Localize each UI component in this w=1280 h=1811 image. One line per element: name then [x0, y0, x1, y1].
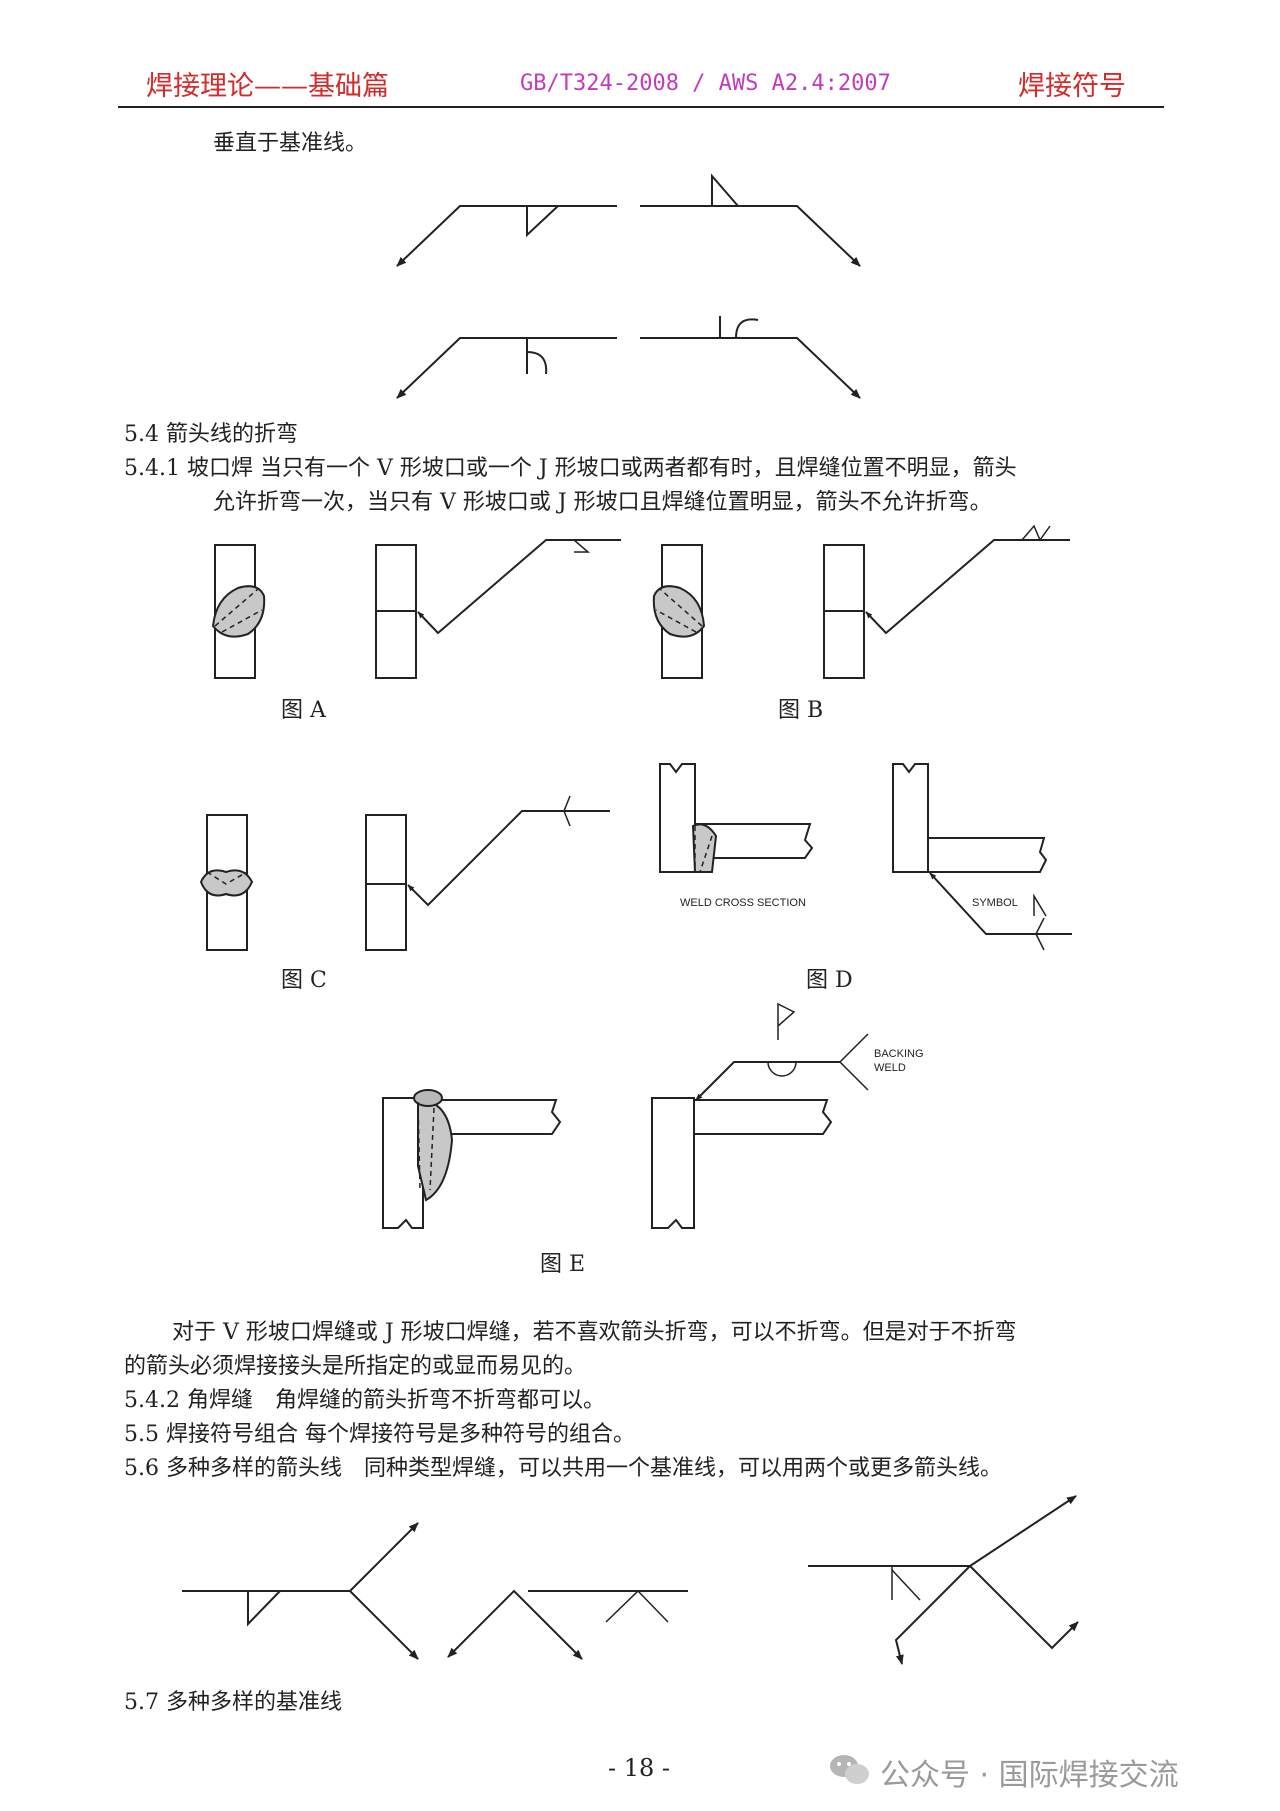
top-left-j-symbol — [396, 337, 617, 399]
caption-fig-b: 图 B — [778, 698, 824, 723]
section-5-5: 5.5 焊接符号组合 每个焊接符号是多种符号的组合。 — [124, 1422, 635, 1447]
caption-fig-c: 图 C — [281, 968, 327, 993]
perpendicular-note: 垂直于基准线。 — [213, 131, 368, 156]
label-backing-line1: BACKING — [874, 1048, 924, 1060]
fig-b-section — [652, 544, 706, 679]
top-right-v-symbol — [640, 173, 861, 267]
label-symbol: SYMBOL — [972, 897, 1018, 909]
header-rule — [118, 106, 1164, 108]
label-weld-cross-section: WELD CROSS SECTION — [680, 897, 806, 909]
page-number: - 18 - — [608, 1754, 671, 1782]
caption-fig-e: 图 E — [540, 1252, 586, 1277]
fig-c-section — [199, 814, 254, 951]
multi-arrow-right — [808, 1495, 1079, 1665]
header-standards: GB/T324-2008 / AWS A2.4:2007 — [520, 71, 891, 96]
top-right-j-symbol — [640, 316, 861, 399]
section-5-4: 5.4 箭头线的折弯 — [124, 422, 298, 447]
fig-d-symbol — [892, 763, 1072, 951]
fig-d-section — [659, 763, 814, 873]
multi-arrow-left — [182, 1522, 688, 1660]
label-backing-line2: WELD — [874, 1062, 906, 1074]
fig-a-section — [211, 544, 266, 679]
section-5-4-2: 5.4.2 角焊缝 角焊缝的箭头折弯不折弯都可以。 — [124, 1388, 605, 1413]
fig-e-symbol — [651, 1002, 869, 1229]
section-5-7: 5.7 多种多样的基准线 — [124, 1690, 342, 1715]
wechat-icon — [830, 1755, 869, 1784]
paragraph-line2: 的箭头必须焊接接头是所指定的或显而易见的。 — [124, 1354, 587, 1379]
header-right-title: 焊接符号 — [1018, 71, 1126, 102]
section-5-4-1-line1: 5.4.1 坡口焊 当只有一个 V 形坡口或一个 J 形坡口或两者都有时，且焊缝… — [124, 456, 1017, 481]
top-left-v-symbol — [396, 205, 617, 267]
fig-e-section — [382, 1089, 562, 1229]
paragraph-line1: 对于 V 形坡口焊缝或 J 形坡口焊缝，若不喜欢箭头折弯，可以不折弯。但是对于不… — [172, 1320, 1017, 1345]
caption-fig-d: 图 D — [806, 968, 853, 993]
caption-fig-a: 图 A — [281, 698, 326, 723]
section-5-4-1-line2: 允许折弯一次，当只有 V 形坡口或 J 形坡口且焊缝位置明显，箭头不允许折弯。 — [213, 490, 992, 515]
watermark: 公众号 · 国际焊接交流 — [880, 1758, 1179, 1793]
fig-b-symbol — [823, 524, 1070, 679]
fig-a-symbol — [375, 539, 621, 679]
header-left-title: 焊接理论——基础篇 — [146, 71, 389, 102]
fig-c-symbol — [365, 795, 610, 951]
section-5-6: 5.6 多种多样的箭头线 同种类型焊缝，可以共用一个基准线，可以用两个或更多箭头… — [124, 1456, 1002, 1481]
